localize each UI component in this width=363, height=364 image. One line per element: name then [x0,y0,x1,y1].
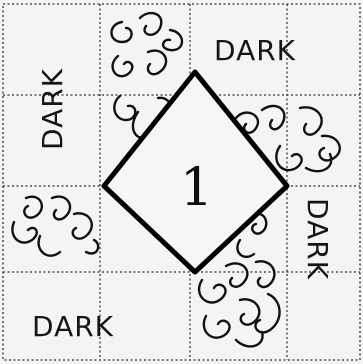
label-dark-bottom-left: DARK [32,310,114,343]
label-dark-bottom-right: DARK [301,198,334,280]
label-dark-top-left: DARK [36,68,69,150]
label-dark-top-right: DARK [214,34,296,67]
center-number: 1 [180,158,213,218]
swirl-pattern-icon [12,197,98,256]
